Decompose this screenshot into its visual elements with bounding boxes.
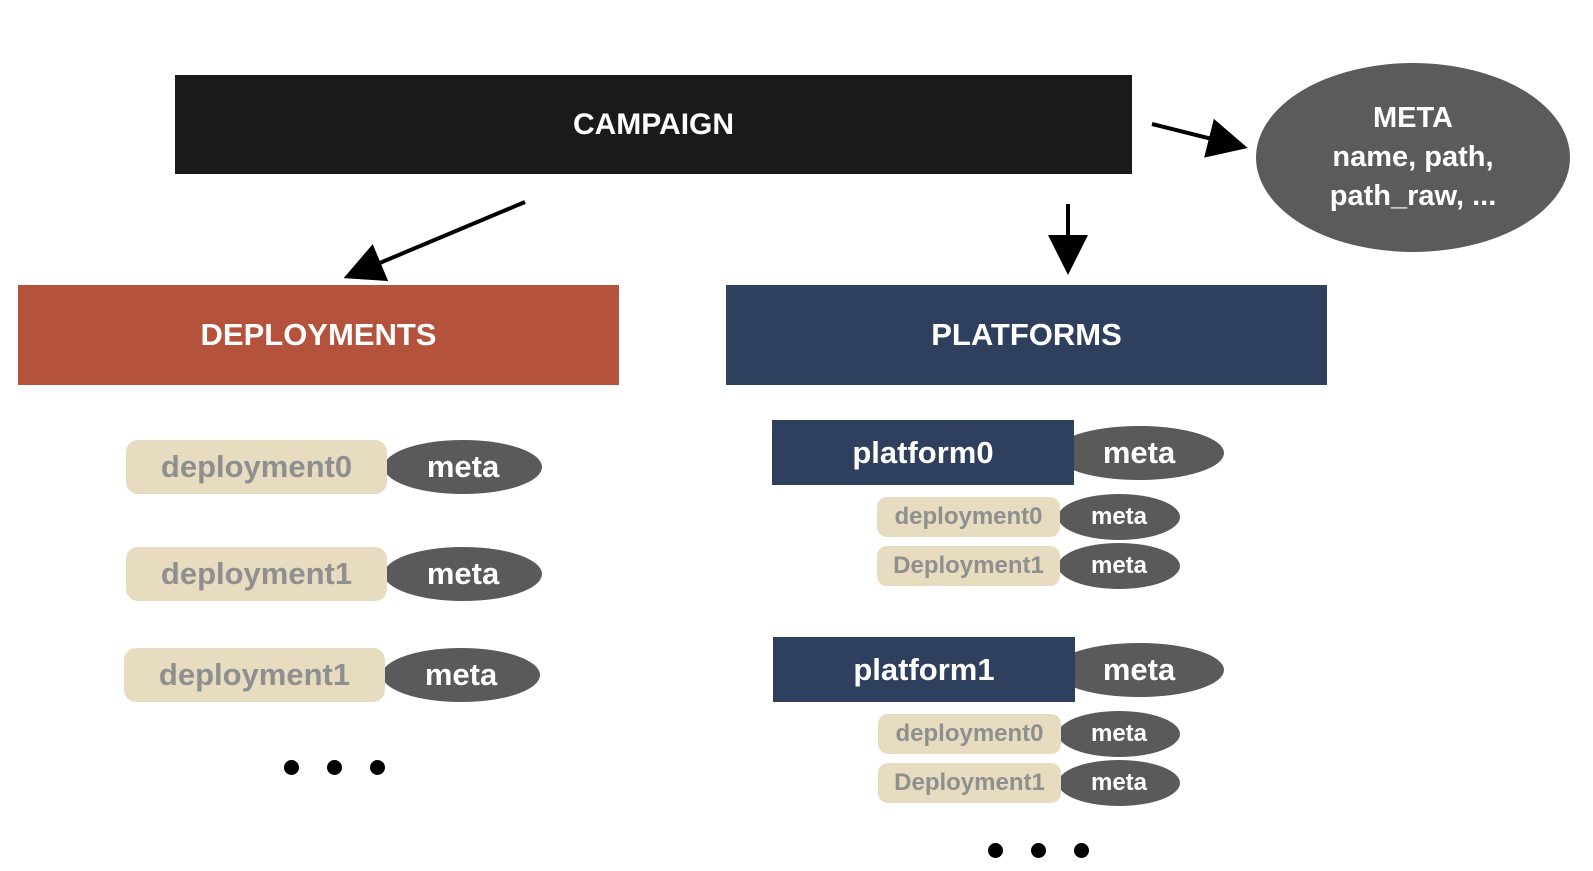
platform-meta-label: meta [1102, 652, 1176, 687]
platform-deployment-label: deployment0 [894, 503, 1043, 530]
deployment-item: deployment1 [124, 648, 385, 702]
platform-meta-ellipse: meta [1054, 426, 1224, 480]
arrow-campaign-to-deployments [343, 200, 526, 282]
platform-deployment-meta-ellipse: meta [1058, 494, 1180, 540]
deployments-header: DEPLOYMENTS [18, 285, 619, 385]
platform-deployment-meta-ellipse: meta [1058, 760, 1180, 806]
platforms-header-label: PLATFORMS [931, 317, 1122, 352]
campaign-label: CAMPAIGN [572, 107, 735, 141]
deployment-item-label: deployment1 [158, 657, 351, 692]
deployment-meta-ellipse: meta [384, 440, 542, 494]
platform-item: platform1 [773, 637, 1075, 702]
campaign-meta-line: path_raw, ... [1329, 180, 1497, 212]
ellipsis-dot [1074, 843, 1089, 858]
arrow-campaign-to-meta [1151, 118, 1248, 158]
ellipsis-dot [1031, 843, 1046, 858]
deployment-meta-ellipse: meta [384, 547, 542, 601]
platforms-more-ellipsis [988, 843, 1089, 858]
deployment-item: deployment1 [126, 547, 387, 601]
platform-deployment-meta-ellipse: meta [1058, 543, 1180, 589]
deployment-item: deployment0 [126, 440, 387, 494]
ellipsis-dot [988, 843, 1003, 858]
deployment-meta-label: meta [426, 556, 500, 591]
platform-deployment-item: deployment0 [877, 497, 1060, 537]
platform-deployment-label: Deployment1 [893, 552, 1044, 579]
platform-item-label: platform0 [852, 434, 994, 470]
ellipsis-dot [284, 760, 299, 775]
campaign-box: CAMPAIGN [175, 75, 1132, 174]
ellipsis-dot [327, 760, 342, 775]
platform-item-label: platform1 [853, 651, 995, 687]
deployment-meta-label: meta [426, 449, 500, 484]
platform-deployment-label: Deployment1 [894, 769, 1045, 796]
platform-deployment-meta-label: meta [1090, 720, 1148, 747]
platform-deployment-meta-label: meta [1090, 769, 1148, 796]
platform-deployment-item: deployment0 [878, 714, 1061, 754]
platform-item: platform0 [772, 420, 1074, 485]
deployment-meta-ellipse: meta [382, 648, 540, 702]
ellipsis-dot [370, 760, 385, 775]
campaign-meta-line: name, path, [1332, 141, 1494, 173]
campaign-meta-title: META [1372, 102, 1453, 134]
deployment-item-label: deployment0 [160, 449, 353, 484]
platform-deployment-meta-ellipse: meta [1058, 711, 1180, 757]
deployment-item-label: deployment1 [160, 556, 353, 591]
campaign-meta-ellipse: META name, path, path_raw, ... [1256, 63, 1570, 252]
platforms-header: PLATFORMS [726, 285, 1327, 385]
platform-meta-label: meta [1102, 435, 1176, 470]
platform-meta-ellipse: meta [1054, 643, 1224, 697]
platform-deployment-meta-label: meta [1090, 503, 1148, 530]
deployments-more-ellipsis [284, 760, 385, 775]
deployment-meta-label: meta [424, 657, 498, 692]
platform-deployment-item: Deployment1 [878, 763, 1061, 803]
deployments-header-label: DEPLOYMENTS [200, 317, 437, 352]
platform-deployment-label: deployment0 [895, 720, 1044, 747]
platform-deployment-item: Deployment1 [877, 546, 1060, 586]
platform-deployment-meta-label: meta [1090, 552, 1148, 579]
